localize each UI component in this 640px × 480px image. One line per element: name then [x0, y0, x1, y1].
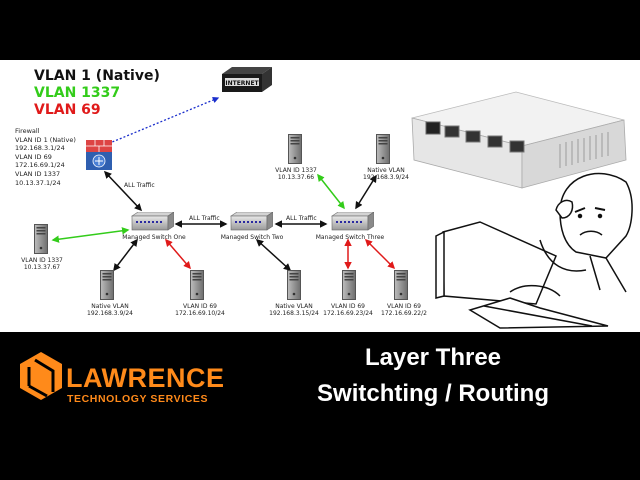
link-label: ALL Traffic — [124, 182, 155, 189]
internet-link — [103, 96, 220, 147]
switch-three-label: Managed Switch Three — [315, 234, 385, 241]
switch-two-icon — [230, 212, 273, 231]
video-title-line2: Switchting / Routing — [317, 380, 549, 407]
server-tower-icon — [287, 270, 301, 300]
bottom-black-band — [0, 332, 640, 480]
firewall-details: Firewall VLAN ID 1 (Native) 192.168.3.1/… — [15, 127, 76, 187]
legend-vlan69: VLAN 69 — [34, 102, 101, 118]
network-diagram: INTERNET — [34, 67, 633, 329]
firewall-router-icon — [86, 140, 112, 170]
stressed-person-cartoon-icon — [435, 172, 633, 329]
switch-two-label: Managed Switch Two — [220, 234, 284, 241]
switch-one-label: Managed Switch One — [122, 234, 186, 241]
firewall-line: 172.16.69.1/24 — [15, 161, 65, 170]
server-tower-icon — [190, 270, 204, 300]
link-label: ALL Traffic — [286, 215, 317, 222]
server-tower-icon — [376, 134, 390, 164]
diagram-panel: VLAN 1 (Native) VLAN 1337 VLAN 69 Firewa… — [0, 60, 640, 332]
server-tower-icon — [288, 134, 302, 164]
firewall-line: 10.13.37.1/24 — [15, 178, 61, 187]
server-tower-icon — [34, 224, 48, 254]
server-tower-icon — [342, 270, 356, 300]
firewall-line: VLAN ID 1337 — [15, 169, 61, 178]
switch-one-icon — [131, 212, 174, 231]
firewall-line: VLAN ID 69 — [15, 152, 52, 161]
top-black-band — [0, 0, 640, 60]
link-label: ALL Traffic — [189, 215, 220, 222]
legend-vlan1337: VLAN 1337 — [34, 85, 121, 101]
switch-three-icon — [331, 212, 374, 231]
legend-native: VLAN 1 (Native) — [34, 68, 160, 84]
brand-name: LAWRENCE — [66, 363, 225, 393]
internet-box-icon — [222, 67, 272, 92]
internet-label: INTERNET — [225, 80, 259, 87]
brand-subtitle: TECHNOLOGY SERVICES — [67, 393, 209, 405]
physical-switch-photo-icon — [411, 91, 627, 189]
server-tower-icon — [100, 270, 114, 300]
firewall-line: 192.168.3.1/24 — [15, 144, 65, 153]
firewall-title: Firewall — [15, 127, 40, 135]
firewall-line: VLAN ID 1 (Native) — [15, 135, 76, 144]
video-title-line1: Layer Three — [364, 344, 502, 371]
server-tower-icon — [394, 270, 408, 300]
